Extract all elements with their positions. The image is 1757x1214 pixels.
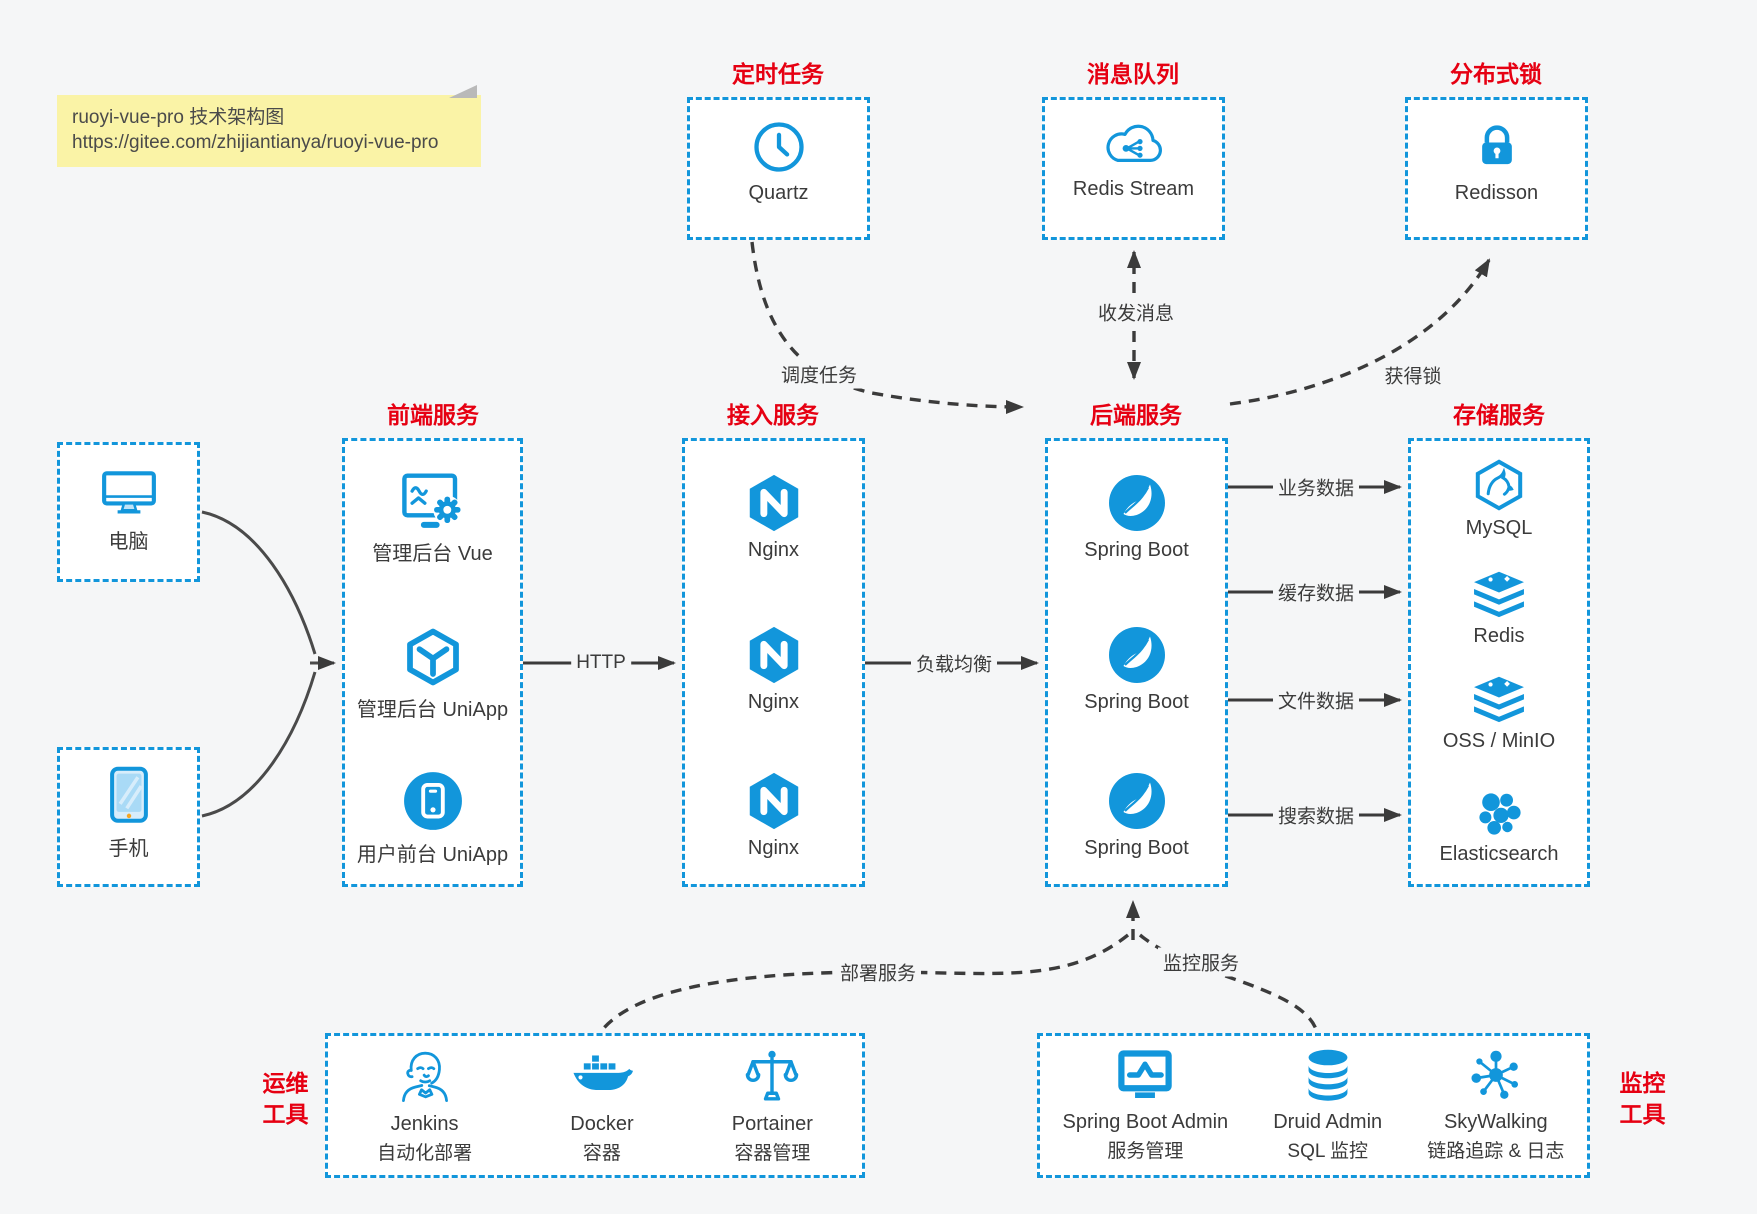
monitor-tools-box: Spring Boot Admin 服务管理 Druid Admin SQL 监… bbox=[1037, 1033, 1590, 1178]
node-mysql: MySQL bbox=[1411, 459, 1587, 540]
schedule-task-curve bbox=[750, 241, 1024, 414]
backend-services-box: Spring Boot Spring Boot Spring Boot bbox=[1045, 438, 1228, 887]
node-label: Jenkins bbox=[390, 1113, 459, 1135]
node-spring-boot-1: Spring Boot bbox=[1048, 473, 1225, 562]
node-redis-stream: Redis Stream bbox=[1042, 97, 1225, 240]
group-title-gateway: 接入服务 bbox=[727, 402, 819, 428]
node-sublabel: 容器管理 bbox=[734, 1143, 811, 1164]
gateway-services-box: Nginx Nginx Nginx bbox=[682, 438, 865, 887]
node-spring-boot-3: Spring Boot bbox=[1048, 771, 1225, 860]
group-title-storage: 存储服务 bbox=[1453, 402, 1545, 428]
ops-tools-box: Jenkins 自动化部署 Docker 容器 Portainer 容器管理 bbox=[325, 1033, 865, 1178]
node-label: Spring Boot bbox=[1084, 539, 1189, 561]
monitor-service-curve bbox=[1138, 933, 1318, 1030]
node-sublabel: SQL 监控 bbox=[1287, 1141, 1368, 1162]
node-label: Nginx bbox=[747, 837, 800, 859]
node-admin-uniapp: 管理后台 UniApp bbox=[345, 627, 520, 722]
node-nginx-2: Nginx bbox=[685, 625, 862, 714]
node-druid-admin: Druid Admin SQL 监控 bbox=[1273, 1048, 1382, 1163]
node-label: Nginx bbox=[747, 539, 800, 561]
node-label: Portainer bbox=[731, 1113, 813, 1135]
pc-to-frontend-curve bbox=[201, 510, 317, 655]
deploy-service-curve bbox=[601, 933, 1130, 1031]
node-pc-client: 电脑 bbox=[57, 442, 200, 582]
note-url: https://gitee.com/zhijiantianya/ruoyi-vu… bbox=[72, 132, 439, 153]
edge-label-business-data: 业务数据 bbox=[1272, 472, 1360, 502]
node-quartz: Quartz bbox=[687, 97, 870, 240]
group-title-message-queue: 消息队列 bbox=[1087, 61, 1179, 87]
edge-label-deploy-service: 部署服务 bbox=[834, 957, 922, 987]
node-elasticsearch: Elasticsearch bbox=[1411, 789, 1587, 866]
node-label: MySQL bbox=[1465, 517, 1533, 539]
group-title-scheduled-task: 定时任务 bbox=[732, 61, 824, 87]
node-label: Nginx bbox=[747, 691, 800, 713]
edge-label-search-data: 搜索数据 bbox=[1272, 800, 1360, 830]
node-docker: Docker 容器 bbox=[570, 1048, 634, 1165]
node-label: Redisson bbox=[1454, 182, 1539, 204]
group-title-backend: 后端服务 bbox=[1090, 402, 1182, 428]
storage-services-box: MySQL Redis OSS / MinIO Elasticsearch bbox=[1408, 438, 1590, 887]
sticky-note: ruoyi-vue-pro 技术架构图 https://gitee.com/zh… bbox=[57, 85, 481, 167]
node-skywalking: SkyWalking 链路追踪 & 日志 bbox=[1427, 1048, 1564, 1163]
node-label: Druid Admin bbox=[1273, 1111, 1383, 1133]
node-label: Spring Boot bbox=[1084, 837, 1189, 859]
node-mobile-client: 手机 bbox=[57, 747, 200, 887]
node-label: Spring Boot Admin bbox=[1062, 1111, 1229, 1133]
node-oss-minio: OSS / MinIO bbox=[1411, 676, 1587, 753]
node-label: Docker bbox=[570, 1113, 634, 1135]
edge-label-http: HTTP bbox=[571, 651, 631, 675]
node-jenkins: Jenkins 自动化部署 bbox=[377, 1048, 472, 1165]
node-label: Quartz bbox=[748, 182, 809, 204]
edge-label-schedule-task: 调度任务 bbox=[775, 359, 863, 389]
group-title-frontend: 前端服务 bbox=[387, 402, 479, 428]
edge-label-monitor-service: 监控服务 bbox=[1157, 947, 1245, 977]
node-label: 电脑 bbox=[108, 531, 149, 553]
note-title: ruoyi-vue-pro 技术架构图 bbox=[72, 107, 285, 128]
edge-label-file-data: 文件数据 bbox=[1272, 685, 1360, 715]
node-spring-boot-2: Spring Boot bbox=[1048, 625, 1225, 714]
node-label: 手机 bbox=[108, 838, 149, 860]
edge-label-cache-data: 缓存数据 bbox=[1272, 577, 1360, 607]
node-spring-boot-admin: Spring Boot Admin 服务管理 bbox=[1062, 1048, 1229, 1163]
node-sublabel: 自动化部署 bbox=[377, 1143, 473, 1164]
node-sublabel: 容器 bbox=[582, 1143, 621, 1164]
node-user-uniapp: 用户前台 UniApp bbox=[345, 770, 520, 867]
node-portainer: Portainer 容器管理 bbox=[732, 1048, 813, 1165]
node-nginx-1: Nginx bbox=[685, 473, 862, 562]
node-redisson: Redisson bbox=[1405, 97, 1588, 240]
node-sublabel: 链路追踪 & 日志 bbox=[1427, 1141, 1565, 1162]
node-admin-vue: 管理后台 Vue bbox=[345, 471, 520, 566]
node-label: 用户前台 UniApp bbox=[356, 844, 509, 866]
node-label: 管理后台 UniApp bbox=[356, 699, 509, 721]
group-title-monitor-tools: 监控 工具 bbox=[1619, 1070, 1666, 1127]
frontend-services-box: 管理后台 Vue 管理后台 UniApp 用户前台 UniApp bbox=[342, 438, 523, 887]
group-title-distributed-lock: 分布式锁 bbox=[1450, 61, 1542, 87]
node-label: SkyWalking bbox=[1443, 1111, 1548, 1133]
node-label: OSS / MinIO bbox=[1442, 730, 1556, 752]
node-label: Redis Stream bbox=[1072, 178, 1195, 200]
node-label: Elasticsearch bbox=[1439, 843, 1559, 865]
edge-label-load-balance: 负载均衡 bbox=[910, 648, 998, 678]
node-label: 管理后台 Vue bbox=[372, 543, 493, 565]
edge-label-send-receive-message: 收发消息 bbox=[1092, 297, 1180, 327]
note-fold-corner bbox=[449, 85, 477, 98]
node-sublabel: 服务管理 bbox=[1107, 1141, 1184, 1162]
group-title-ops-tools: 运维 工具 bbox=[262, 1070, 309, 1127]
node-label: Redis bbox=[1473, 625, 1525, 647]
mobile-to-frontend-curve bbox=[201, 671, 317, 818]
node-nginx-3: Nginx bbox=[685, 771, 862, 860]
node-label: Spring Boot bbox=[1084, 691, 1189, 713]
node-redis: Redis bbox=[1411, 571, 1587, 648]
edge-label-acquire-lock: 获得锁 bbox=[1379, 360, 1447, 390]
acquire-lock-curve bbox=[1229, 258, 1491, 406]
